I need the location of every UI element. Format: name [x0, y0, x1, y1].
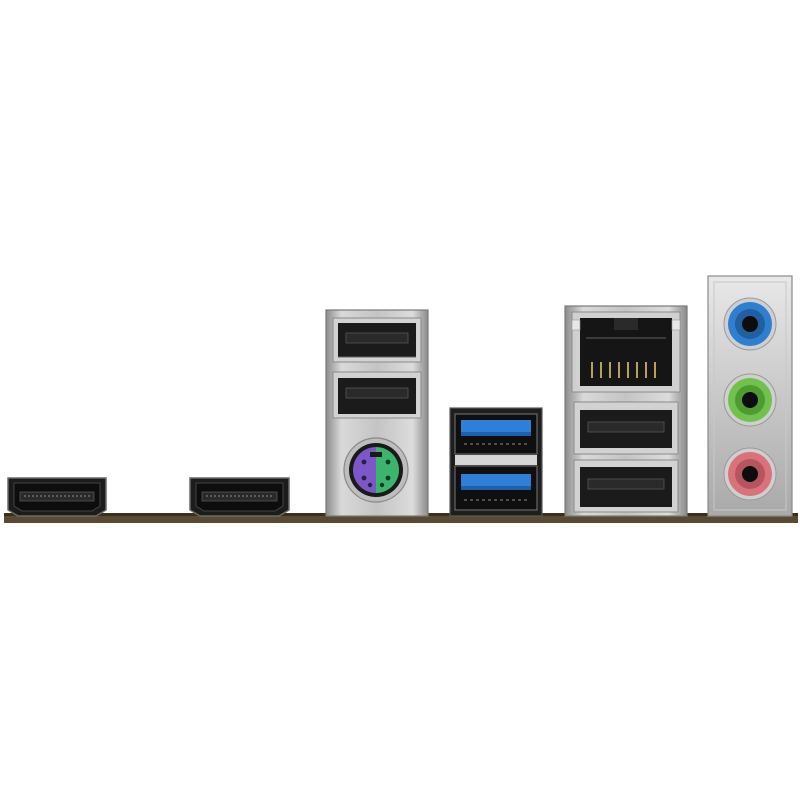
usb-port-3	[573, 401, 679, 455]
usb3-port-1	[454, 413, 538, 455]
audio-jack-stack	[707, 275, 793, 517]
lan-usb-stack	[564, 305, 688, 517]
audio-jack-line-in	[723, 297, 777, 351]
audio-jack-mic	[723, 447, 777, 501]
usb-port-4	[573, 459, 679, 513]
usb-port-2	[332, 371, 422, 419]
ps2-keyboard-half	[376, 447, 399, 493]
ethernet-port	[571, 311, 681, 393]
usb3-stack	[449, 407, 543, 517]
usb2-ps2-stack	[325, 309, 429, 517]
hdmi-port-2	[189, 477, 290, 517]
usb-port-1	[332, 317, 422, 363]
pcb-edge	[4, 515, 798, 523]
audio-jack-line-out	[723, 373, 777, 427]
hdmi-port-1	[7, 477, 107, 517]
ps2-port	[343, 437, 409, 503]
ps2-mouse-half	[353, 447, 376, 493]
usb3-port-2	[454, 465, 538, 511]
